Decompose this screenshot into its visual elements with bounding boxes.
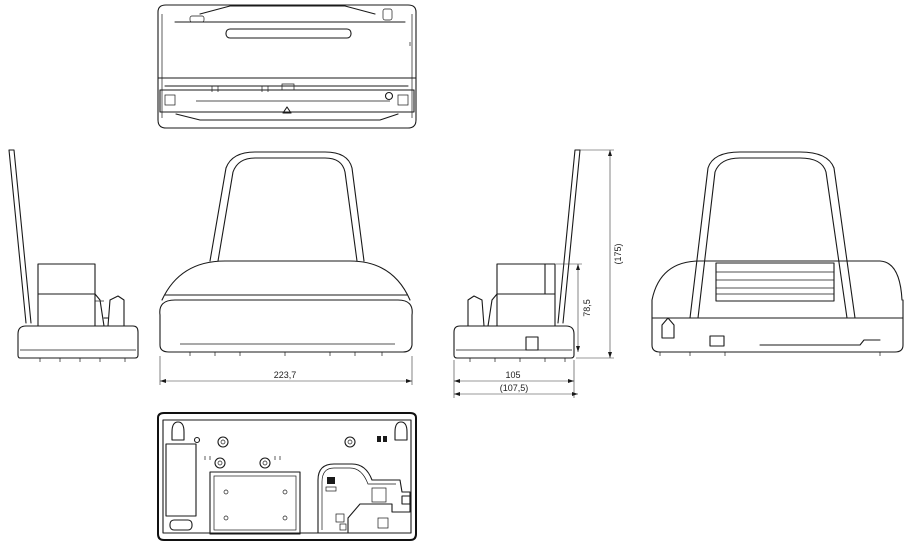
dim-width-label: 223,7	[274, 370, 297, 380]
dimension-width	[159, 356, 413, 385]
dimension-depth	[453, 360, 578, 398]
dimension-base-height	[556, 263, 582, 352]
dim-depth-ref-label: (107,5)	[500, 383, 529, 393]
dim-base-height-label: 78,5	[582, 299, 592, 317]
rear-view	[651, 151, 904, 356]
dim-depth-label: 105	[505, 370, 520, 380]
right-side-view	[453, 149, 581, 362]
dim-total-height-label: (175)	[613, 243, 623, 264]
dimension-total-height	[576, 149, 614, 359]
left-side-view	[8, 149, 139, 362]
top-view	[157, 4, 417, 129]
bottom-view	[157, 412, 417, 541]
front-view	[159, 151, 413, 356]
